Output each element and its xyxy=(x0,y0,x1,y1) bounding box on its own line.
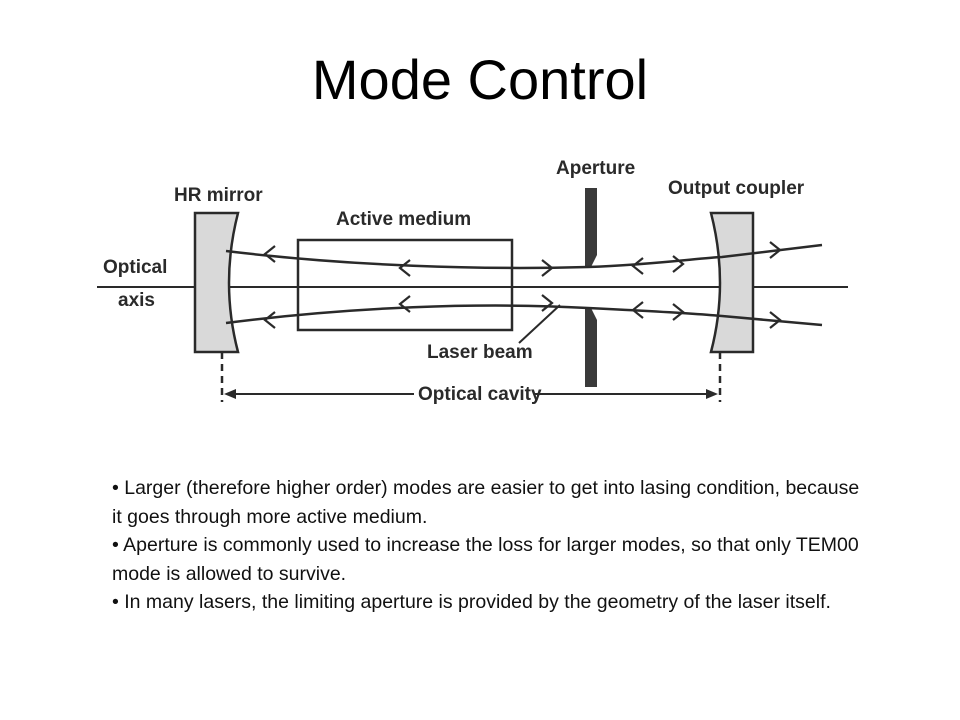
arrow-right xyxy=(769,241,782,259)
arrow-right xyxy=(541,259,554,277)
arrow-left xyxy=(263,311,276,329)
arrow-right xyxy=(672,255,685,273)
laser-beam-label: Laser beam xyxy=(427,342,533,363)
arrow-left xyxy=(398,295,411,313)
hr-mirror xyxy=(193,211,240,354)
hr-mirror-label: HR mirror xyxy=(174,185,263,206)
slide-title: Mode Control xyxy=(311,48,649,111)
arrow-left xyxy=(263,245,276,263)
cavity-arrowhead-left xyxy=(224,389,236,399)
bullet-item: • Aperture is commonly used to increase … xyxy=(112,534,859,585)
arrow-right xyxy=(541,294,554,312)
laser-cavity-diagram: HR mirror Active medium Aperture Output … xyxy=(97,158,848,405)
bullet-list: • Larger (therefore higher order) modes … xyxy=(112,474,872,617)
output-coupler-label: Output coupler xyxy=(668,178,805,199)
laser-beam-upper-edge xyxy=(225,243,823,270)
arrow-left xyxy=(631,301,644,319)
aperture-label: Aperture xyxy=(556,158,635,179)
output-coupler xyxy=(709,211,755,354)
active-medium-label: Active medium xyxy=(336,209,471,230)
axis-label: axis xyxy=(118,290,155,311)
arrow-left xyxy=(398,259,411,277)
bullet-item: • In many lasers, the limiting aperture … xyxy=(112,591,831,613)
aperture-lower-plate xyxy=(585,308,597,387)
cavity-arrowhead-right xyxy=(706,389,718,399)
laser-beam-leader-line xyxy=(518,304,561,344)
beam-direction-arrows xyxy=(263,241,782,329)
aperture-upper-plate xyxy=(585,188,597,267)
bullet-item: • Larger (therefore higher order) modes … xyxy=(112,477,860,528)
arrow-right xyxy=(769,311,782,329)
optical-cavity-label: Optical cavity xyxy=(418,384,542,405)
active-medium xyxy=(296,238,514,332)
optical-label: Optical xyxy=(103,257,167,278)
arrow-left xyxy=(631,257,644,275)
arrow-right xyxy=(672,303,685,321)
